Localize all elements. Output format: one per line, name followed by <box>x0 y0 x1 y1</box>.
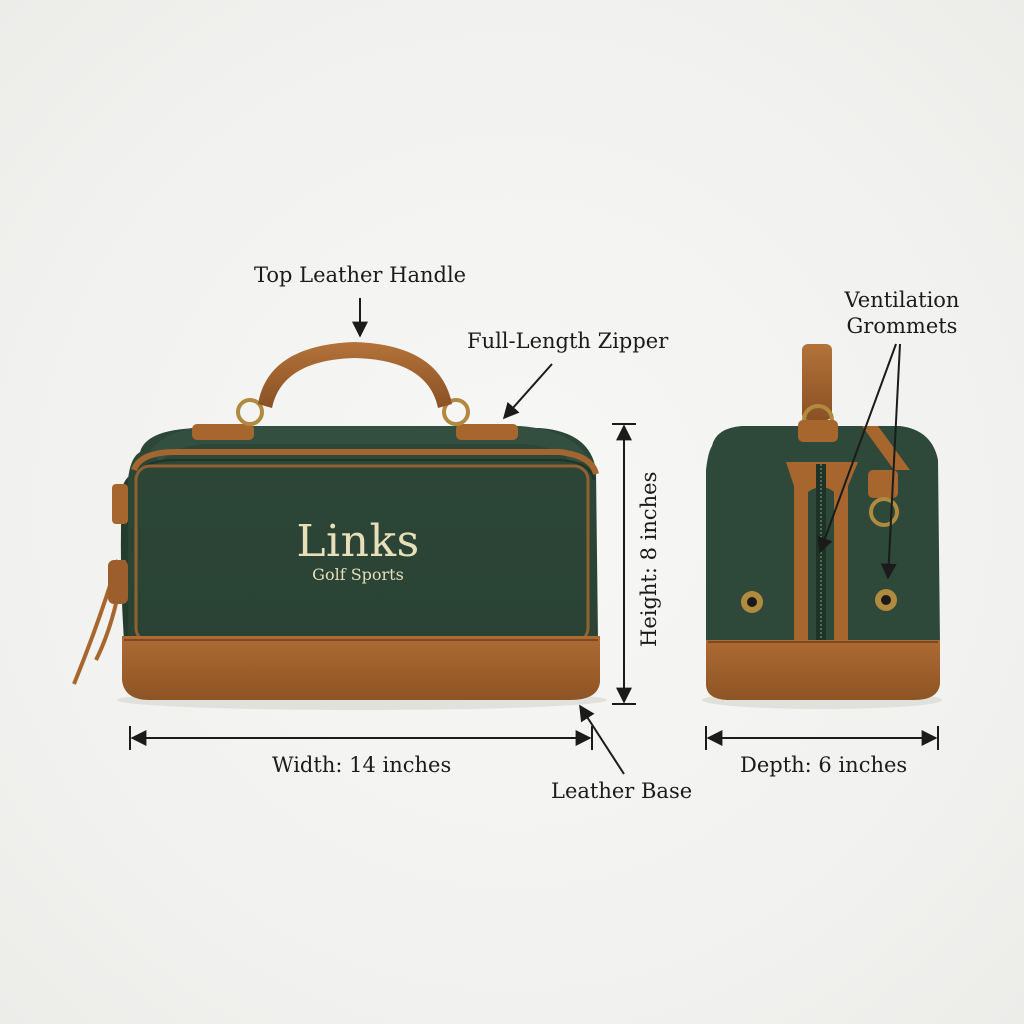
front-handle <box>258 342 452 408</box>
depth-dimension-label: Depth: 6 inches <box>740 753 908 777</box>
front-bag <box>72 342 607 710</box>
width-dimension-label: Width: 14 inches <box>272 753 452 777</box>
grommets-callout-arrow-1 <box>817 343 897 554</box>
side-bag <box>702 344 942 709</box>
zipper-callout-arrow <box>502 363 553 420</box>
side-handle-anchor <box>798 420 838 442</box>
annotation-arrows <box>129 298 939 775</box>
side-d-ring <box>869 497 899 527</box>
front-leather-base <box>122 636 600 700</box>
handle-anchor-right <box>456 424 518 440</box>
grommets-callout-line2: Grommets <box>846 314 958 339</box>
side-top-strip <box>862 426 910 470</box>
handle-callout-label: Top Leather Handle <box>254 263 467 287</box>
side-d-ring-tab <box>868 470 898 498</box>
side-handle-strap <box>802 344 832 420</box>
front-bag-body <box>128 428 598 640</box>
zipper-trim <box>131 449 599 475</box>
height-dimension-label: Height: 8 inches <box>637 471 661 647</box>
side-zipper-frame <box>786 462 858 646</box>
side-leather-base <box>706 640 940 700</box>
handle-anchor-left <box>192 424 254 440</box>
brand-name: Links <box>296 516 420 567</box>
grommets-callout-line1: Ventilation <box>844 288 960 312</box>
base-callout-label: Leather Base <box>551 779 693 803</box>
brand-tagline: Golf Sports <box>312 565 404 584</box>
brass-ring-right <box>442 398 470 426</box>
brand-embroidery: Links Golf Sports <box>258 520 458 584</box>
brass-ring-left <box>236 398 264 426</box>
grommets-callout-label: Ventilation Grommets <box>836 287 968 340</box>
zipper-pull-housing <box>112 484 128 524</box>
zipper-callout-label: Full-Length Zipper <box>467 329 669 353</box>
zipper-pull-tab <box>108 560 128 604</box>
base-callout-arrow <box>579 704 625 775</box>
grommets-callout-arrow-2 <box>880 343 901 580</box>
